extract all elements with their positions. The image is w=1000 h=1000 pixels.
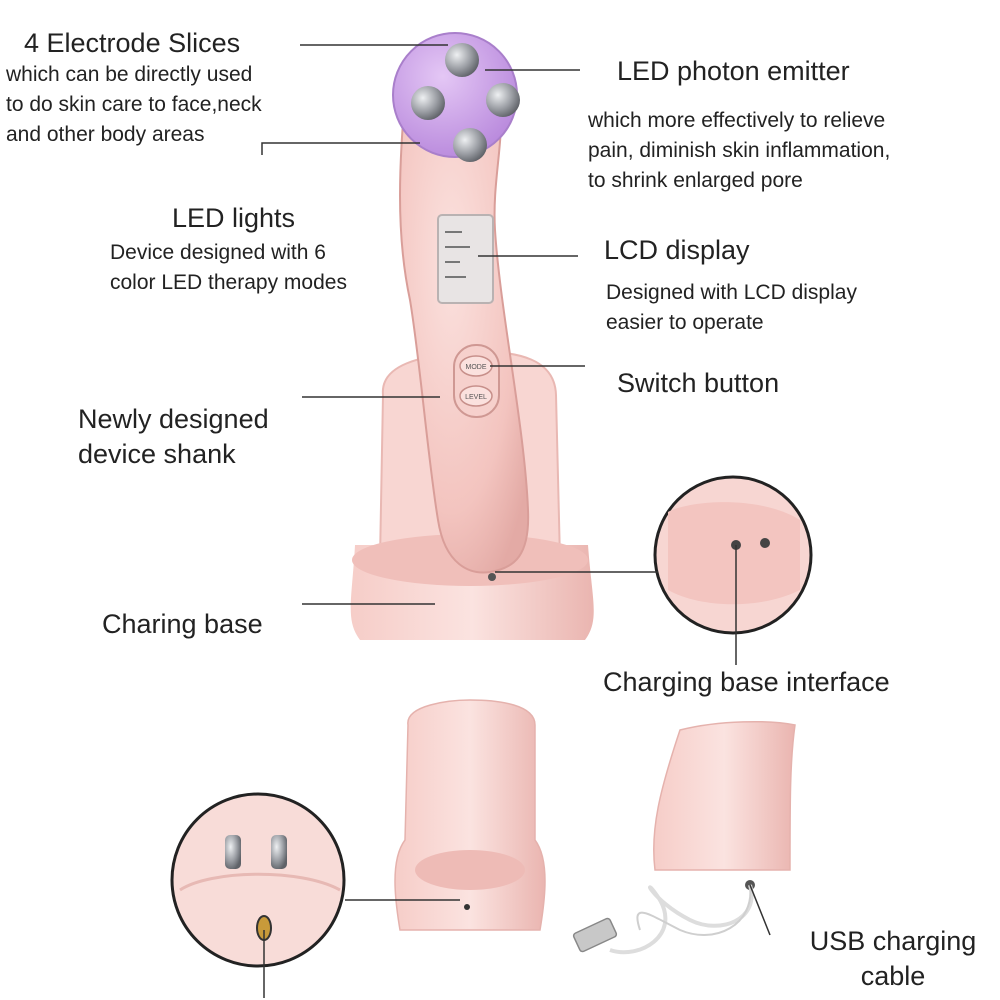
base-interface-title: Charging base interface — [603, 667, 890, 697]
photon-title: LED photon emitter — [617, 56, 850, 86]
charging-base-rear — [652, 721, 796, 890]
device-body: MODE LEVEL — [392, 32, 530, 581]
leader-lines — [261, 44, 771, 998]
electrode-top-icon — [445, 43, 479, 77]
level-button — [459, 385, 493, 407]
electrode-title: 4 Electrode Slices — [24, 28, 241, 58]
base-interface-zoom — [653, 475, 813, 635]
switch-title: Switch button — [617, 368, 780, 398]
base-title: Charing base — [102, 609, 263, 639]
lcd-title: LCD display — [604, 235, 750, 265]
usb-cable-icon — [572, 884, 754, 955]
charging-base-bottom — [394, 699, 546, 931]
electrode-right-icon — [486, 83, 520, 117]
pins-zoom — [170, 792, 346, 968]
mode-button-label: MODE — [466, 364, 487, 371]
electrode-left-icon — [411, 86, 445, 120]
level-button-label: LEVEL — [465, 394, 487, 401]
electrode-bottom-icon — [453, 128, 487, 162]
lcd-screen — [437, 214, 494, 304]
led-lights-title: LED lights — [172, 203, 296, 233]
